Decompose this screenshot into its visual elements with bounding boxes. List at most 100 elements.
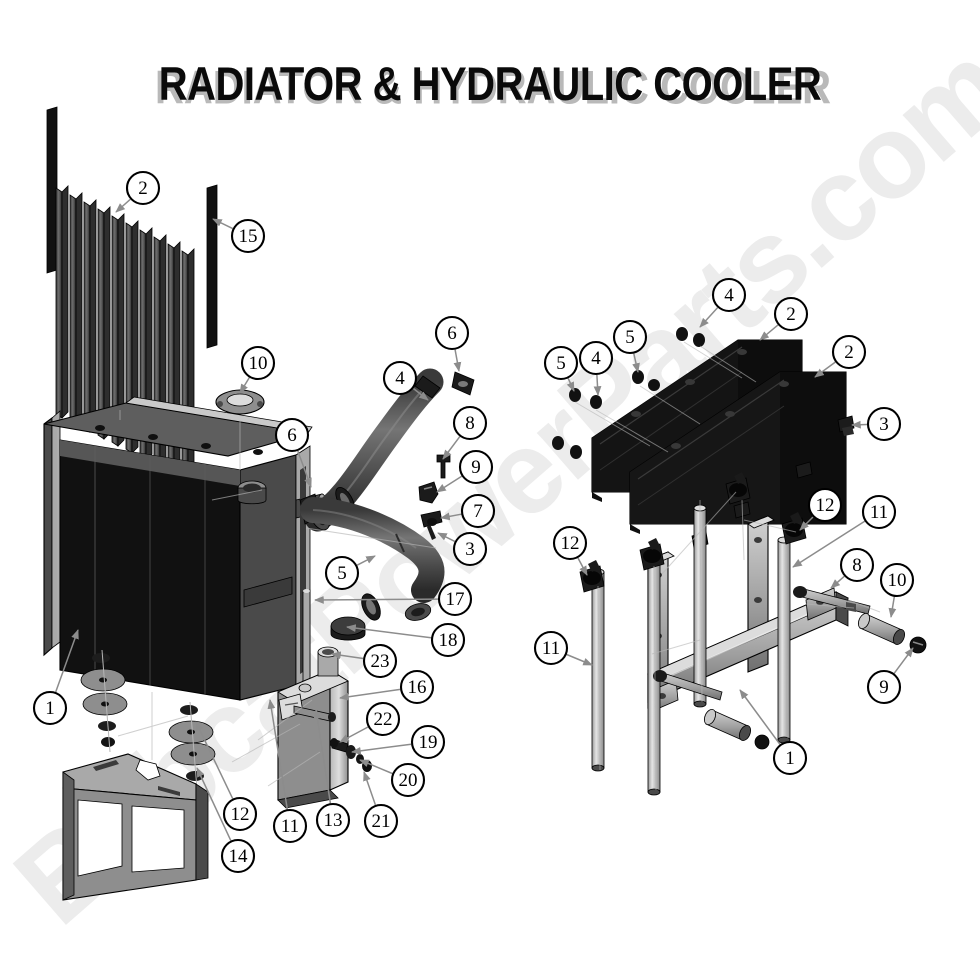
callout-11[interactable]: 11 — [792, 494, 897, 568]
callout-20[interactable]: 20 — [359, 759, 426, 798]
callout-5[interactable]: 5 — [543, 345, 579, 392]
callout-1[interactable]: 1 — [32, 629, 79, 726]
callout-leader-22 — [339, 726, 369, 743]
callout-6[interactable]: 6 — [274, 417, 312, 488]
callout-circle-10[interactable] — [879, 562, 915, 598]
callout-circle-2[interactable] — [831, 334, 867, 370]
callout-15[interactable]: 15 — [212, 218, 266, 254]
callout-9[interactable]: 9 — [436, 449, 494, 493]
callout-14[interactable]: 14 — [196, 767, 256, 874]
callout-circle-14[interactable] — [220, 838, 256, 874]
callout-circle-15[interactable] — [230, 218, 266, 254]
callout-2[interactable]: 2 — [115, 170, 161, 213]
callout-circle-4[interactable] — [382, 360, 418, 396]
callout-circle-13[interactable] — [315, 802, 351, 838]
callout-circle-18[interactable] — [430, 622, 466, 658]
part-9-hose-nut — [418, 481, 439, 504]
callout-circle-3[interactable] — [452, 531, 488, 567]
callout-circle-12[interactable] — [552, 525, 588, 561]
callout-3[interactable]: 3 — [437, 531, 488, 567]
callout-19[interactable]: 19 — [351, 724, 446, 760]
callout-21[interactable]: 21 — [363, 771, 399, 839]
callout-circle-5[interactable] — [543, 345, 579, 381]
callout-3[interactable]: 3 — [851, 406, 902, 442]
callout-circle-1[interactable] — [32, 690, 68, 726]
callout-1[interactable]: 1 — [739, 689, 808, 776]
callout-label-10: 10 — [888, 570, 907, 591]
callout-circle-11[interactable] — [533, 630, 569, 666]
callout-circle-8[interactable] — [452, 405, 488, 441]
callout-circle-9[interactable] — [866, 669, 902, 705]
callout-8[interactable]: 8 — [442, 405, 488, 460]
callout-circle-5[interactable] — [324, 555, 360, 591]
callout-label-11: 11 — [870, 502, 888, 523]
callout-label-15: 15 — [239, 226, 258, 247]
callout-11[interactable]: 11 — [267, 699, 308, 844]
callout-label-9: 9 — [471, 457, 481, 478]
callout-4[interactable]: 4 — [578, 340, 614, 396]
callout-leader-19 — [351, 743, 412, 755]
callout-13[interactable]: 13 — [313, 709, 351, 838]
callout-2[interactable]: 2 — [814, 334, 867, 378]
callout-circle-1[interactable] — [772, 740, 808, 776]
callout-label-21: 21 — [372, 811, 391, 832]
callout-12[interactable]: 12 — [552, 525, 588, 576]
callout-circle-8[interactable] — [839, 547, 875, 583]
callout-circle-19[interactable] — [410, 724, 446, 760]
callout-circle-4[interactable] — [578, 340, 614, 376]
callout-circle-21[interactable] — [363, 803, 399, 839]
callout-6[interactable]: 6 — [434, 315, 470, 372]
callout-leader-4 — [699, 307, 719, 328]
part-group-isolator-stack-a — [80, 649, 128, 753]
callout-circle-23[interactable] — [362, 643, 398, 679]
callout-leader-12 — [799, 516, 814, 531]
callout-9[interactable]: 9 — [866, 647, 914, 705]
part-5-nut-b — [632, 370, 644, 384]
callout-17[interactable]: 17 — [314, 581, 473, 617]
callout-circle-2[interactable] — [773, 296, 809, 332]
callout-11[interactable]: 11 — [533, 630, 593, 666]
callout-16[interactable]: 16 — [339, 669, 435, 705]
callout-7[interactable]: 7 — [440, 493, 496, 529]
callout-5[interactable]: 5 — [612, 319, 648, 373]
callout-12[interactable]: 12 — [799, 487, 843, 531]
callout-circle-16[interactable] — [399, 669, 435, 705]
callout-circle-4[interactable] — [711, 277, 747, 313]
callout-4[interactable]: 4 — [382, 360, 429, 401]
callout-circle-12[interactable] — [222, 796, 258, 832]
callout-8[interactable]: 8 — [830, 547, 875, 589]
callout-circle-9[interactable] — [458, 449, 494, 485]
callout-circle-10[interactable] — [240, 345, 276, 381]
callout-circle-5[interactable] — [612, 319, 648, 355]
callout-10[interactable]: 10 — [879, 562, 915, 618]
part-23-reservoir-neck — [317, 646, 339, 677]
callout-5[interactable]: 5 — [324, 555, 376, 591]
callout-circle-22[interactable] — [365, 701, 401, 737]
callout-leader-14 — [196, 767, 232, 841]
callout-circle-12[interactable] — [807, 487, 843, 523]
callout-label-11: 11 — [281, 816, 299, 837]
callout-circle-17[interactable] — [437, 581, 473, 617]
callout-circle-7[interactable] — [460, 493, 496, 529]
callout-label-20: 20 — [399, 770, 418, 791]
callout-circle-2[interactable] — [125, 170, 161, 206]
callout-22[interactable]: 22 — [339, 701, 401, 743]
callout-2[interactable]: 2 — [759, 296, 809, 341]
callout-18[interactable]: 18 — [346, 622, 466, 658]
callout-circle-11[interactable] — [272, 808, 308, 844]
part-4-washer — [590, 395, 602, 409]
part-12-rubber-clamp — [579, 472, 807, 593]
part-6-hose-clamp-upper — [335, 371, 475, 514]
callout-circle-11[interactable] — [861, 494, 897, 530]
callout-12[interactable]: 12 — [195, 721, 258, 832]
callout-circle-3[interactable] — [866, 406, 902, 442]
callout-circle-6[interactable] — [434, 315, 470, 351]
callout-leader-4 — [412, 387, 429, 401]
radiator-filler-neck — [237, 480, 267, 505]
callout-circle-20[interactable] — [390, 762, 426, 798]
callout-10[interactable]: 10 — [239, 345, 276, 394]
callout-leader-2 — [759, 324, 779, 341]
callout-circle-6[interactable] — [274, 417, 310, 453]
callout-23[interactable]: 23 — [331, 643, 398, 679]
callout-4[interactable]: 4 — [699, 277, 747, 328]
